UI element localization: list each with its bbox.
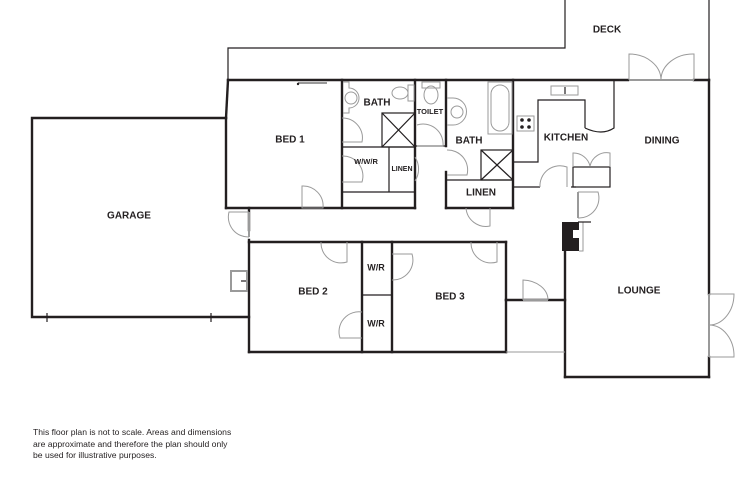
- ensuite-toilet-icon: [407, 84, 415, 102]
- garage-door-arc[interactable]: [227, 211, 250, 238]
- cooktop-icon: [516, 115, 535, 132]
- ensuite-shower-icon: [381, 112, 416, 148]
- fireplace-icon: [562, 221, 591, 252]
- room-label-main-bath: BATH: [455, 136, 482, 147]
- storage-door[interactable]: [522, 279, 549, 301]
- exterior-walls: [224, 78, 711, 379]
- kitchen: [513, 80, 615, 219]
- storage-room: [504, 279, 567, 354]
- linen-door[interactable]: [414, 156, 419, 182]
- wwr-door[interactable]: [341, 155, 364, 183]
- hall-door[interactable]: [577, 191, 600, 219]
- deck-doors[interactable]: [628, 53, 695, 81]
- bath-shower-icon: [480, 149, 514, 181]
- disclaimer-note: This floor plan is not to scale. Areas a…: [33, 427, 232, 460]
- room-label-ensuite-bath: BATH: [363, 98, 390, 109]
- garage-walls: [30, 116, 251, 354]
- room-label-bed2: BED 2: [298, 287, 328, 298]
- bed1-ensuite-walls: [296, 78, 417, 210]
- room-label-dining: DINING: [645, 136, 680, 147]
- bedroom-walls: [247, 240, 508, 354]
- toilet-door[interactable]: [416, 123, 444, 147]
- bath-basin-icon: [447, 97, 467, 126]
- room-label-bed3: BED 3: [435, 292, 465, 303]
- wr-top-door[interactable]: [391, 253, 414, 281]
- room-label-kitchen: KITCHEN: [544, 133, 588, 144]
- pantry-door[interactable]: [539, 165, 568, 188]
- garage-sink-icon: [230, 270, 248, 292]
- bed3-door[interactable]: [470, 241, 498, 264]
- kitchen-island: [572, 166, 611, 188]
- ensuite-basin-icon: [343, 81, 360, 114]
- toilet-bath-walls: [414, 78, 515, 227]
- room-label-bed1: BED 1: [275, 135, 305, 146]
- toilet-icon: [421, 81, 441, 89]
- room-label-deck: DECK: [593, 25, 622, 36]
- room-label-toilet: TOILET: [417, 107, 444, 116]
- kitchen-sink-icon: [550, 85, 579, 96]
- room-label-lounge: LOUNGE: [618, 286, 661, 297]
- linen-main-door[interactable]: [465, 207, 491, 227]
- room-label-linen-small: LINEN: [392, 166, 413, 173]
- room-label-wr-bottom: W/R: [367, 318, 385, 328]
- room-label-wwr: W/W/R: [354, 157, 378, 166]
- bed1-door[interactable]: [301, 185, 324, 209]
- room-label-wr-top: W/R: [367, 262, 385, 272]
- deck-outline: [227, 0, 710, 80]
- room-label-garage: GARAGE: [107, 211, 151, 222]
- bath-door[interactable]: [446, 149, 469, 176]
- room-label-linen-main: LINEN: [466, 188, 496, 199]
- ensuite-door[interactable]: [341, 117, 363, 143]
- bed2-door[interactable]: [320, 241, 348, 264]
- bathtub-icon: [490, 84, 510, 132]
- lounge-doors[interactable]: [708, 293, 735, 358]
- wr-bottom-door[interactable]: [338, 311, 363, 339]
